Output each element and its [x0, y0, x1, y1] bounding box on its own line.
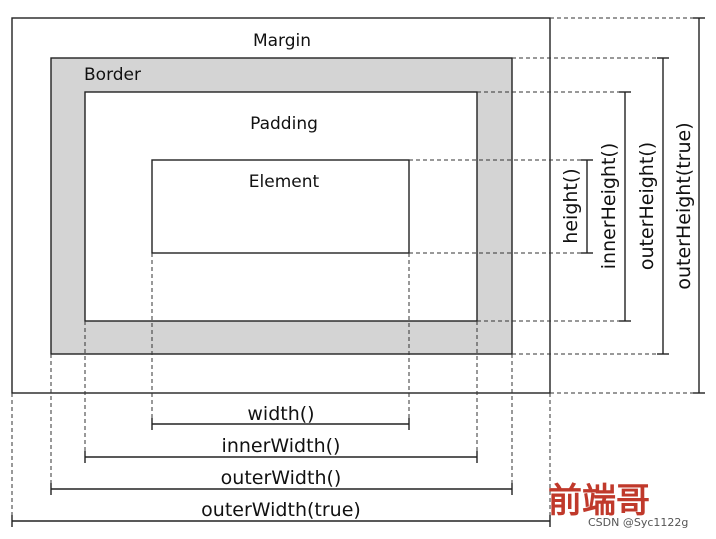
- inner-width-measure: [84, 451, 478, 463]
- inner-width-label: innerWidth(): [222, 435, 341, 457]
- inner-height-label: innerHeight(): [598, 143, 620, 270]
- outer-height-measure: [657, 57, 669, 355]
- outer-height-true-measure: [693, 17, 705, 394]
- border-label: Border: [84, 65, 141, 85]
- margin-label: Margin: [253, 31, 311, 51]
- inner-height-measure: [619, 91, 631, 322]
- width-label: width(): [247, 403, 314, 425]
- outer-width-label: outerWidth(): [221, 467, 342, 489]
- margin-box: [11, 17, 551, 394]
- outer-width-measure: [50, 483, 513, 495]
- width-measure: [151, 418, 410, 430]
- height-measure: [581, 159, 593, 254]
- padding-label: Padding: [250, 114, 318, 134]
- height-label: height(): [560, 168, 582, 243]
- outer-width-true-measure: [11, 515, 551, 527]
- watermark-logo: 前端哥: [548, 481, 650, 521]
- outer-width-true-label: outerWidth(true): [201, 499, 361, 521]
- element-box: [151, 159, 410, 254]
- watermark-credit: CSDN @Syc1122g: [588, 516, 688, 529]
- outer-height-true-label: outerHeight(true): [673, 122, 695, 289]
- element-label: Element: [249, 172, 320, 192]
- outer-height-label: outerHeight(): [636, 142, 658, 270]
